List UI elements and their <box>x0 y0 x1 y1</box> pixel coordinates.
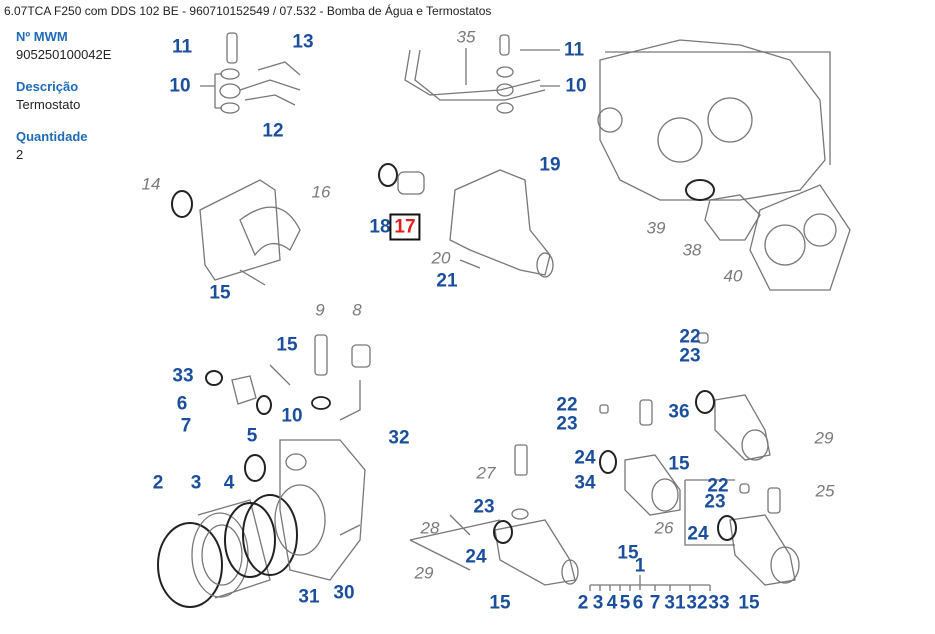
thermostat-housing-19 <box>378 163 554 278</box>
callout-11[interactable]: 11 <box>171 36 193 58</box>
callout-33[interactable]: 33 <box>172 365 194 387</box>
callout-23[interactable]: 23 <box>704 491 726 513</box>
callout-7[interactable]: 7 <box>649 592 661 614</box>
callout-27: 27 <box>476 463 496 483</box>
callout-3[interactable]: 3 <box>190 472 202 494</box>
callout-23[interactable]: 23 <box>556 413 578 435</box>
callout-26: 26 <box>654 518 674 538</box>
water-pump <box>157 334 371 608</box>
callout-2[interactable]: 2 <box>152 472 164 494</box>
callout-23[interactable]: 23 <box>679 345 701 367</box>
callout-5[interactable]: 5 <box>619 592 631 614</box>
callout-22[interactable]: 22 <box>707 475 729 497</box>
callout-12[interactable]: 12 <box>262 120 284 142</box>
callout-21[interactable]: 21 <box>436 270 458 292</box>
callout-2[interactable]: 2 <box>577 592 589 614</box>
callout-15[interactable]: 15 <box>276 334 298 356</box>
part-number-label: Nº MWM <box>16 29 68 44</box>
callout-39: 39 <box>646 218 666 238</box>
callout-20: 20 <box>431 248 451 268</box>
callout-15[interactable]: 15 <box>738 592 760 614</box>
callout-22[interactable]: 22 <box>556 394 578 416</box>
callout-29: 29 <box>414 563 434 583</box>
callout-10[interactable]: 10 <box>169 75 191 97</box>
callout-14: 14 <box>141 174 161 194</box>
callout-7[interactable]: 7 <box>180 415 192 437</box>
callout-6[interactable]: 6 <box>632 592 644 614</box>
callout-10[interactable]: 10 <box>281 405 303 427</box>
breadcrumb-title: 6.07TCA F250 com DDS 102 BE - 9607101525… <box>4 4 492 18</box>
callout-36[interactable]: 36 <box>668 401 690 423</box>
callout-24[interactable]: 24 <box>574 447 596 469</box>
callout-18[interactable]: 18 <box>369 216 391 238</box>
callout-25: 25 <box>815 481 835 501</box>
callout-15[interactable]: 15 <box>668 453 690 475</box>
description-label: Descrição <box>16 79 79 94</box>
thermostat-housing-16 <box>171 179 301 286</box>
callout-10[interactable]: 10 <box>565 75 587 97</box>
callout-15[interactable]: 15 <box>617 542 639 564</box>
callout-17-selected[interactable]: 17 <box>389 213 421 241</box>
callout-4[interactable]: 4 <box>606 592 618 614</box>
quantity-value: 2 <box>16 147 24 162</box>
callout-31[interactable]: 31 <box>298 586 320 608</box>
callout-32[interactable]: 32 <box>686 592 708 614</box>
callout-19[interactable]: 19 <box>539 154 561 176</box>
pipe-assembly-13 <box>200 32 301 114</box>
callout-15[interactable]: 15 <box>489 592 511 614</box>
callout-15[interactable]: 15 <box>209 282 231 304</box>
callout-33[interactable]: 33 <box>708 592 730 614</box>
callout-8: 8 <box>352 300 362 320</box>
callout-4[interactable]: 4 <box>223 472 235 494</box>
callout-34[interactable]: 34 <box>574 472 596 494</box>
callout-29: 29 <box>814 428 834 448</box>
callout-6[interactable]: 6 <box>176 393 188 415</box>
callout-11[interactable]: 11 <box>563 39 585 61</box>
pipe-assembly-35 <box>404 34 560 114</box>
thermostat-housings-lower <box>409 332 800 591</box>
callout-30[interactable]: 30 <box>333 582 355 604</box>
callout-24[interactable]: 24 <box>687 523 709 545</box>
callout-24[interactable]: 24 <box>465 546 487 568</box>
callout-40: 40 <box>723 266 743 286</box>
callout-22[interactable]: 22 <box>679 326 701 348</box>
callout-3[interactable]: 3 <box>592 592 604 614</box>
callout-5[interactable]: 5 <box>246 425 258 447</box>
callout-13[interactable]: 13 <box>292 31 314 53</box>
callout-35: 35 <box>456 27 476 47</box>
callout-9: 9 <box>315 300 325 320</box>
quantity-label: Quantidade <box>16 129 88 144</box>
callout-32[interactable]: 32 <box>388 427 410 449</box>
callout-16: 16 <box>311 182 331 202</box>
part-number-value: 905250100042E <box>16 47 112 62</box>
callout-1[interactable]: 1 <box>634 555 646 577</box>
callout-38: 38 <box>682 240 702 260</box>
callout-31[interactable]: 31 <box>664 592 686 614</box>
engine-block <box>597 39 851 291</box>
callout-28: 28 <box>420 518 440 538</box>
part-details-panel: Nº MWM 905250100042E Descrição Termostat… <box>16 28 146 178</box>
description-value: Termostato <box>16 97 81 112</box>
callout-23[interactable]: 23 <box>473 496 495 518</box>
